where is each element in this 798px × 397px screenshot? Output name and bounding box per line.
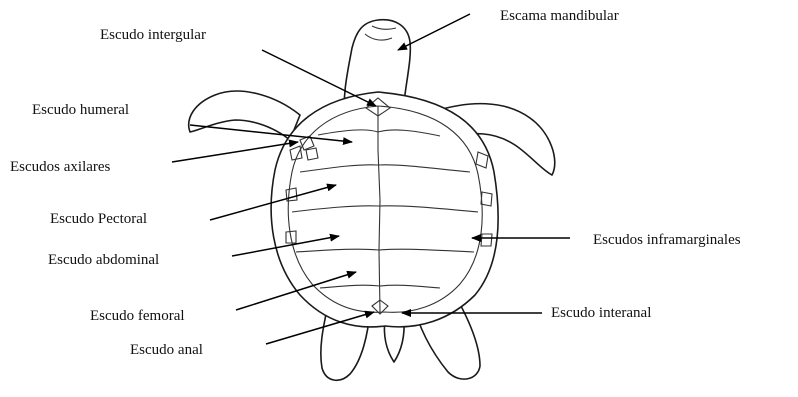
label-escudos-inframarginales: Escudos inframarginales [593, 233, 741, 248]
label-escudos-axilares: Escudos axilares [10, 160, 110, 175]
shell-outline [271, 92, 498, 327]
label-escama-mandibular: Escama mandibular [500, 9, 619, 24]
label-escudo-interanal: Escudo interanal [551, 306, 651, 321]
label-escudo-intergular: Escudo intergular [100, 28, 206, 43]
label-escudo-femoral: Escudo femoral [90, 309, 185, 324]
label-escudo-pectoral: Escudo Pectoral [50, 212, 147, 227]
left-front-flipper [189, 91, 300, 140]
label-escudo-anal: Escudo anal [130, 343, 203, 358]
label-escudo-abdominal: Escudo abdominal [48, 253, 159, 268]
label-escudo-humeral: Escudo humeral [32, 103, 129, 118]
arrow-escama-mandibular [398, 14, 470, 50]
